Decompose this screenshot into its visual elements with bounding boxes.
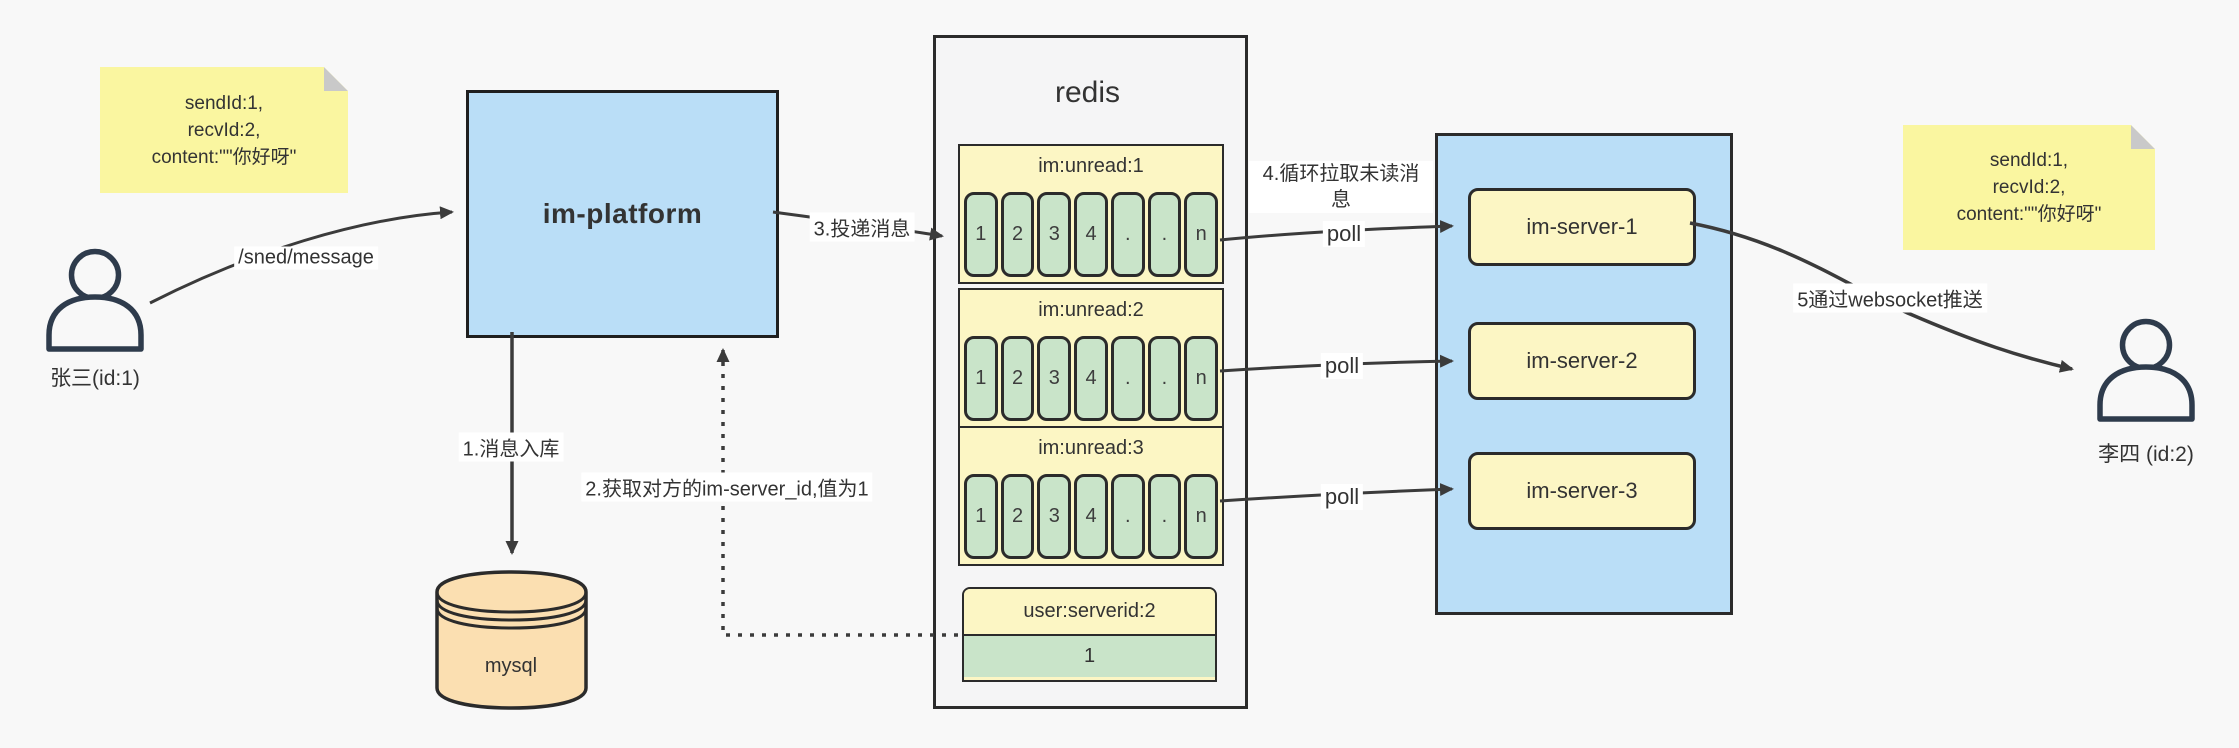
mysql-database-icon — [435, 570, 588, 710]
note-line: sendId:1, — [1989, 150, 2069, 171]
edge-label-step1: 1.消息入库 — [458, 432, 564, 462]
sender-label: 张三(id:1) — [50, 367, 140, 390]
queue-im-unread-1: im:unread:1 1 2 3 4 . . n — [958, 144, 1224, 284]
user-serverid-mapping: user:serverid:2 1 — [962, 587, 1217, 682]
queue-title: im:unread:2 — [1038, 299, 1144, 321]
edge-label-send: /sned/message — [234, 246, 378, 270]
message-note-right: sendId:1, recvId:2, content:""你好呀" — [1903, 125, 2155, 250]
edge-label-poll-2: poll — [1320, 353, 1364, 379]
redis-title: redis — [1054, 76, 1121, 109]
note-line: recvId:2, — [187, 119, 261, 141]
note-fold-icon — [2131, 125, 2155, 149]
queue-cell: . — [1110, 474, 1145, 559]
queue-cell: n — [1184, 192, 1219, 277]
receiver-label: 李四 (id:2) — [2098, 443, 2194, 466]
mapping-key: user:serverid:2 — [964, 589, 1215, 634]
queue-cell: 3 — [1037, 336, 1072, 421]
edge-label-step4: 4.循环拉取未读消息 — [1249, 161, 1433, 213]
note-line: recvId:2, — [1992, 177, 2066, 198]
queue-cell: . — [1147, 474, 1182, 559]
queue-cell: . — [1110, 192, 1145, 277]
queue-cells: 1 2 3 4 . . n — [964, 192, 1219, 277]
queue-cell: . — [1147, 192, 1182, 277]
queue-cell: 4 — [1074, 336, 1108, 421]
queue-cell: 1 — [964, 192, 998, 277]
note-line: content:""你好呀" — [1956, 204, 2102, 225]
queue-cell: 2 — [1000, 192, 1035, 277]
person-icon — [46, 248, 144, 352]
queue-cell: 4 — [1074, 474, 1108, 559]
message-note-left: sendId:1, recvId:2, content:""你好呀" — [100, 67, 348, 193]
im-server-3-label: im-server-3 — [1526, 478, 1638, 503]
im-server-2-node: im-server-2 — [1468, 322, 1696, 400]
im-server-1-node: im-server-1 — [1468, 188, 1696, 266]
edge-label-step5: 5通过websocket推送 — [1793, 283, 1987, 313]
queue-cell: 4 — [1074, 192, 1108, 277]
queue-title: im:unread:1 — [1038, 155, 1144, 177]
queue-cell: 2 — [1000, 474, 1035, 559]
queue-cell: 3 — [1037, 192, 1072, 277]
queue-cell: 3 — [1037, 474, 1072, 559]
mapping-value: 1 — [964, 634, 1215, 677]
queue-cell: 2 — [1000, 336, 1035, 421]
person-icon — [2097, 318, 2195, 422]
queue-im-unread-2: im:unread:2 1 2 3 4 . . n — [958, 288, 1224, 428]
note-line: sendId:1, — [184, 92, 264, 114]
mysql-label: mysql — [484, 655, 538, 677]
queue-im-unread-3: im:unread:3 1 2 3 4 . . n — [958, 426, 1224, 566]
im-server-1-label: im-server-1 — [1526, 214, 1638, 239]
note-line: content:""你好呀" — [151, 146, 297, 168]
im-platform-label: im-platform — [542, 198, 703, 229]
im-server-2-label: im-server-2 — [1526, 348, 1638, 373]
edge-label-poll-3: poll — [1320, 484, 1364, 510]
queue-cell: . — [1110, 336, 1145, 421]
edge-label-poll-1: poll — [1322, 221, 1366, 247]
queue-cell: 1 — [964, 336, 998, 421]
queue-cell: . — [1147, 336, 1182, 421]
queue-cell: 1 — [964, 474, 998, 559]
im-server-3-node: im-server-3 — [1468, 452, 1696, 530]
queue-cells: 1 2 3 4 . . n — [964, 336, 1219, 421]
edge-label-step2: 2.获取对方的im-server_id,值为1 — [581, 472, 873, 502]
im-platform-node: im-platform — [466, 90, 779, 338]
queue-cell: n — [1184, 336, 1219, 421]
queue-cells: 1 2 3 4 . . n — [964, 474, 1219, 559]
edge-label-step3: 3.投递消息 — [809, 212, 915, 242]
note-fold-icon — [324, 67, 348, 91]
queue-title: im:unread:3 — [1038, 437, 1144, 459]
queue-cell: n — [1184, 474, 1219, 559]
